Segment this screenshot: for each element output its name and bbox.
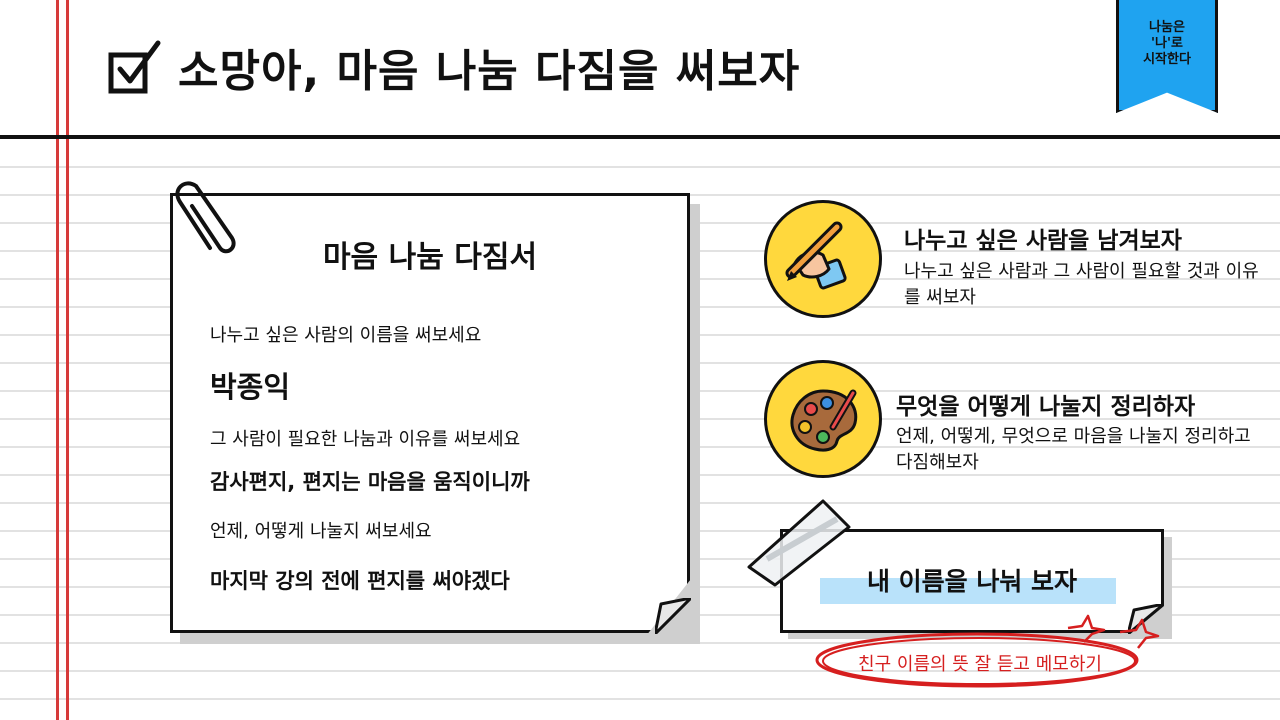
guide-item-desc-1: 나누고 싶은 사람과 그 사람이 필요할 것과 이유를 써보자 (904, 261, 1259, 308)
page-title: 소망아, 마음 나눔 다짐을 써보자 (178, 46, 801, 97)
margin-line (56, 0, 59, 720)
hand-pencil-icon (764, 200, 882, 318)
tape-icon (747, 499, 851, 587)
entry-answer-name: 박종익 (210, 370, 291, 404)
ribbon-text: 나눔은 '나'로 시작한다 (1143, 20, 1191, 67)
entry-label-name: 나누고 싶은 사람의 이름을 써보세요 (210, 325, 482, 346)
note-title: 마음 나눔 다짐서 (322, 240, 538, 275)
star-doodle-icon (1067, 614, 1160, 649)
highlight-bar (820, 578, 1116, 604)
guide-item-title-1: 나누고 싶은 사람을 남겨보자 (904, 228, 1182, 254)
margin-line (66, 0, 69, 720)
title-row: 소망아, 마음 나눔 다짐을 써보자 (108, 35, 800, 99)
red-circle-mark (815, 632, 1139, 688)
guide-item-title-2: 무엇을 어떻게 나눌지 정리하자 (896, 394, 1196, 420)
tag-label: 내 이름을 나눠 보자 (866, 567, 1078, 596)
page-fold-icon (655, 598, 691, 634)
paint-palette-icon (764, 360, 882, 478)
entry-answer-reason: 감사편지, 편지는 마음을 움직이니까 (210, 470, 530, 494)
header-divider (0, 135, 1280, 139)
guide-item-desc-2: 언제, 어떻게, 무엇으로 마음을 나눌지 정리하고 다짐해보자 (896, 426, 1251, 473)
pledge-note (170, 193, 690, 633)
bookmark-ribbon (1116, 0, 1218, 113)
entry-answer-plan: 마지막 강의 전에 편지를 써야겠다 (210, 569, 510, 593)
memo-note: 친구 이름의 뜻 잘 듣고 메모하기 (858, 654, 1102, 675)
paperclip-icon (175, 181, 236, 254)
entry-label-plan: 언제, 어떻게 나눌지 써보세요 (210, 521, 432, 542)
checkbox-icon (108, 39, 161, 95)
entry-label-reason: 그 사람이 필요한 나눔과 이유를 써보세요 (210, 429, 521, 450)
